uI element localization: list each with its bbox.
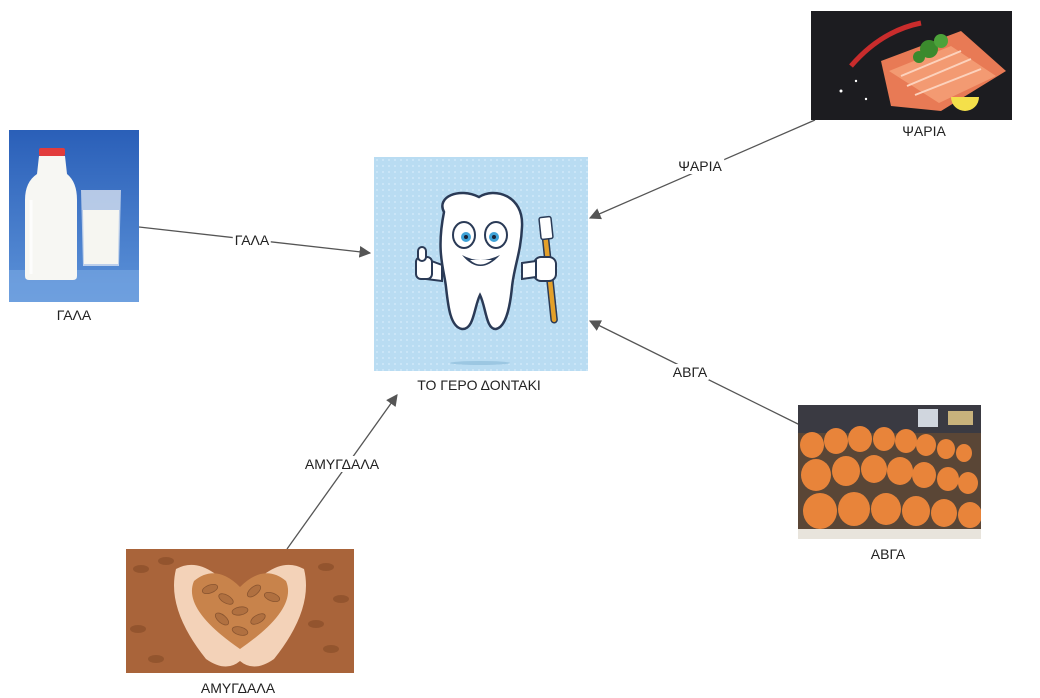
almonds-caption: ΑΜΥΓΔΑΛΑ: [200, 680, 276, 696]
eggs-caption: ΑΒΓΑ: [870, 546, 906, 562]
edge-label-eggs: ΑΒΓΑ: [670, 364, 710, 380]
edge-label-almonds: ΑΜΥΓΔΑΛΑ: [302, 456, 382, 472]
tooth-image: [374, 157, 588, 371]
fish-caption: ΨΑΡΙΑ: [902, 123, 946, 139]
milk-image: [9, 130, 139, 302]
fish-image: [811, 11, 1012, 120]
edge-label-milk: ΓΑΛΑ: [232, 232, 272, 248]
tooth-caption: ΤΟ ΓΕΡΟ ΔΟΝΤΑΚΙ: [417, 377, 541, 393]
eggs-image: [798, 405, 981, 539]
milk-caption: ΓΑΛΑ: [56, 307, 92, 323]
almonds-image: [126, 549, 354, 673]
edge-almonds-arrow: [286, 394, 398, 550]
edge-label-fish: ΨΑΡΙΑ: [676, 158, 724, 174]
